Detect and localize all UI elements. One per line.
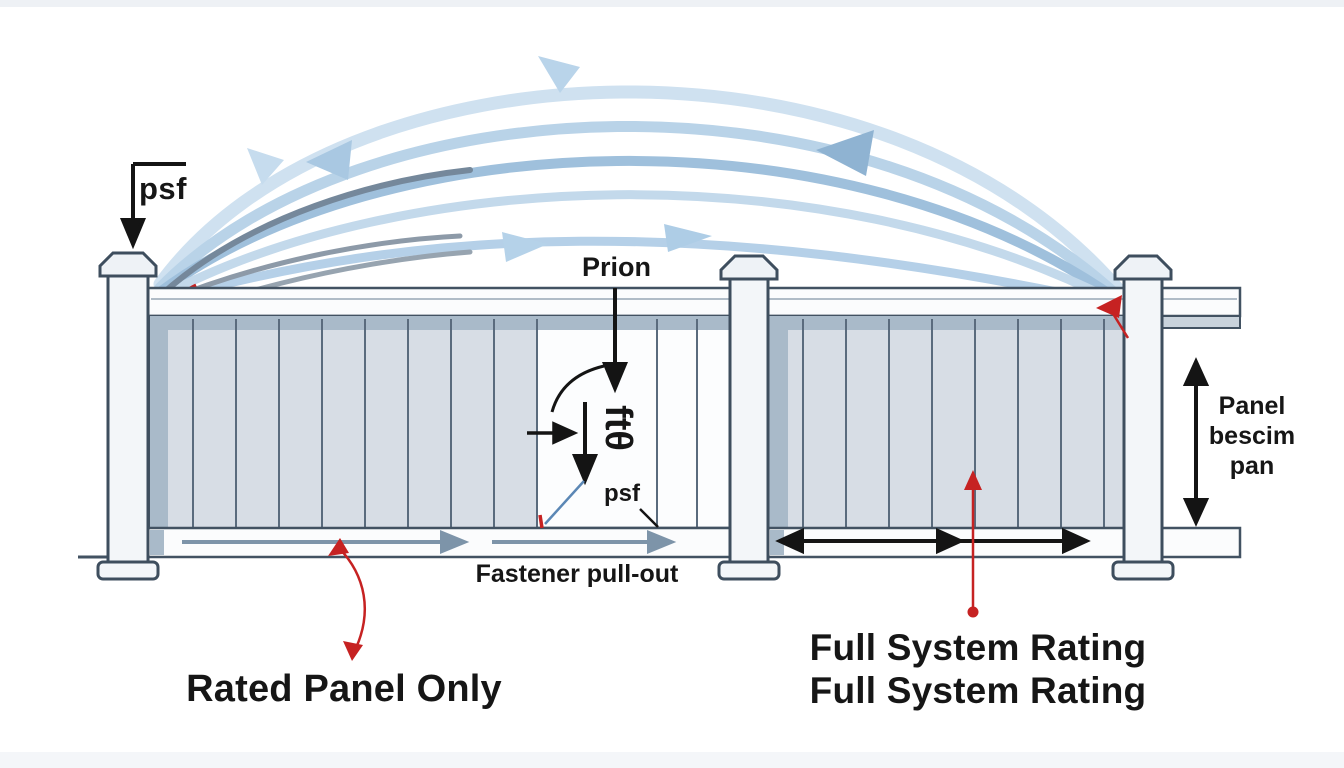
full-system-leader <box>964 470 982 618</box>
psf-load-label: psf <box>139 171 187 206</box>
downward-force-arrow <box>572 402 598 486</box>
top-rail <box>146 286 1242 329</box>
wind-streamlines <box>147 85 1131 333</box>
right-fence-panel <box>766 314 1126 530</box>
left-post-cap <box>98 251 158 278</box>
right-post-base <box>1111 560 1175 581</box>
panel-width-dimension-arrow <box>775 527 1091 555</box>
right-post-impact-arrow <box>1096 295 1130 339</box>
right-post-cap <box>1113 254 1173 281</box>
psf-load-arrow <box>120 162 186 250</box>
left-post-base <box>96 560 160 581</box>
rotation-arc <box>550 364 605 413</box>
panel-height-dimension-arrow <box>1182 357 1210 527</box>
rated-panel-leader <box>328 538 367 661</box>
full-system-rating-title: Full System Rating Full System Rating <box>788 626 1168 712</box>
middle-post-base <box>717 560 781 581</box>
panel-dimension-line3: pan <box>1229 452 1275 480</box>
right-post <box>1111 254 1175 581</box>
fastener-pullout-label: Fastener pull-out <box>475 560 679 588</box>
left-fence-panel <box>148 314 732 530</box>
ft-theta-rotated-label: ftθ <box>597 405 639 451</box>
prion-leader-arrow <box>602 288 628 394</box>
red-tick <box>538 514 544 529</box>
psf-small-label: psf <box>604 480 640 507</box>
psf-small-leader <box>639 508 659 528</box>
full-system-rating-line1: Full System Rating <box>809 627 1147 668</box>
fastener-pullout-arrows <box>182 530 677 554</box>
rotation-annotation <box>527 364 659 529</box>
panel-dimension-line2: bescim <box>1208 422 1296 450</box>
rated-panel-only-title: Rated Panel Only <box>186 668 502 710</box>
middle-post <box>717 254 781 581</box>
lateral-force-arrow <box>527 421 579 445</box>
wind-arrowheads <box>247 56 874 262</box>
middle-post-cap <box>719 254 779 281</box>
full-system-rating-line2: Full System Rating <box>809 670 1147 711</box>
panel-dimension-line1: Panel <box>1218 392 1286 420</box>
left-post <box>96 251 160 581</box>
deflection-line <box>544 480 585 525</box>
prion-label: Prion <box>582 252 652 282</box>
panel-dimension-label: Panel bescim pan <box>1182 391 1322 481</box>
